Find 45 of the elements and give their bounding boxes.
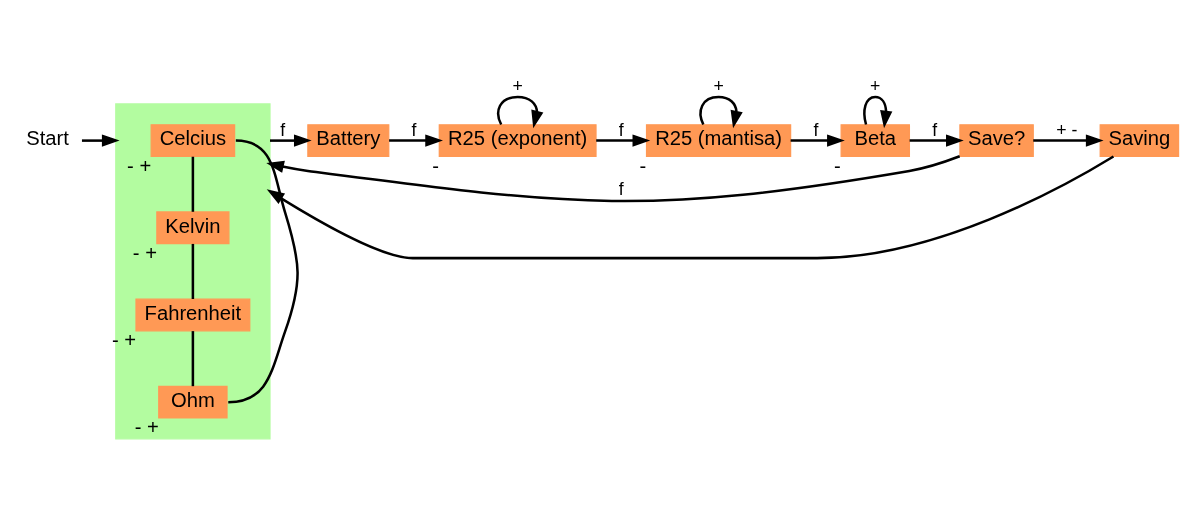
node-label: - + (127, 154, 152, 177)
arrow (497, 95, 544, 128)
node-box: R25 (mantisa) (645, 123, 792, 157)
node-box: Ohm (158, 385, 228, 419)
edge-label: f (411, 119, 417, 140)
arrow (790, 133, 845, 147)
arrow (596, 133, 651, 147)
node-label: - + (134, 415, 159, 438)
node-box: Kelvin (156, 210, 230, 244)
node-box: Save? (959, 123, 1034, 157)
node-box: Battery (307, 123, 390, 157)
connector (191, 330, 195, 386)
edge-label: + (512, 75, 523, 96)
edge-label: + (870, 75, 881, 96)
node-label: - (639, 154, 647, 177)
arrow (269, 133, 312, 147)
edge-label: f (618, 178, 624, 199)
arrow (266, 154, 1115, 259)
node-box: Fahrenheit (135, 298, 251, 331)
cluster (115, 102, 271, 439)
node-label: - (432, 154, 439, 177)
edge-label: + - (1056, 119, 1078, 140)
edge-label: f (813, 119, 819, 140)
arrow (909, 133, 964, 147)
arrow (863, 95, 893, 128)
node-box: Saving (1099, 123, 1180, 157)
connector (191, 243, 195, 299)
node-label: - (834, 154, 841, 177)
node-text: Start (26, 126, 69, 149)
edge-label: f (932, 119, 938, 140)
edge-label: f (280, 119, 286, 140)
arrow (1033, 133, 1104, 147)
node-box: Beta (840, 123, 910, 157)
arrow (699, 95, 743, 128)
connector (228, 138, 299, 403)
arrow (266, 154, 961, 202)
node-label: - + (111, 328, 137, 351)
node-box: Celcius (150, 123, 236, 157)
edge-label: f (618, 119, 624, 140)
arrow (389, 133, 443, 147)
arrow (81, 133, 120, 147)
node-label: - + (132, 241, 157, 264)
edge-label: + (713, 75, 724, 96)
node-box: R25 (exponent) (438, 123, 597, 157)
connector (191, 156, 195, 212)
